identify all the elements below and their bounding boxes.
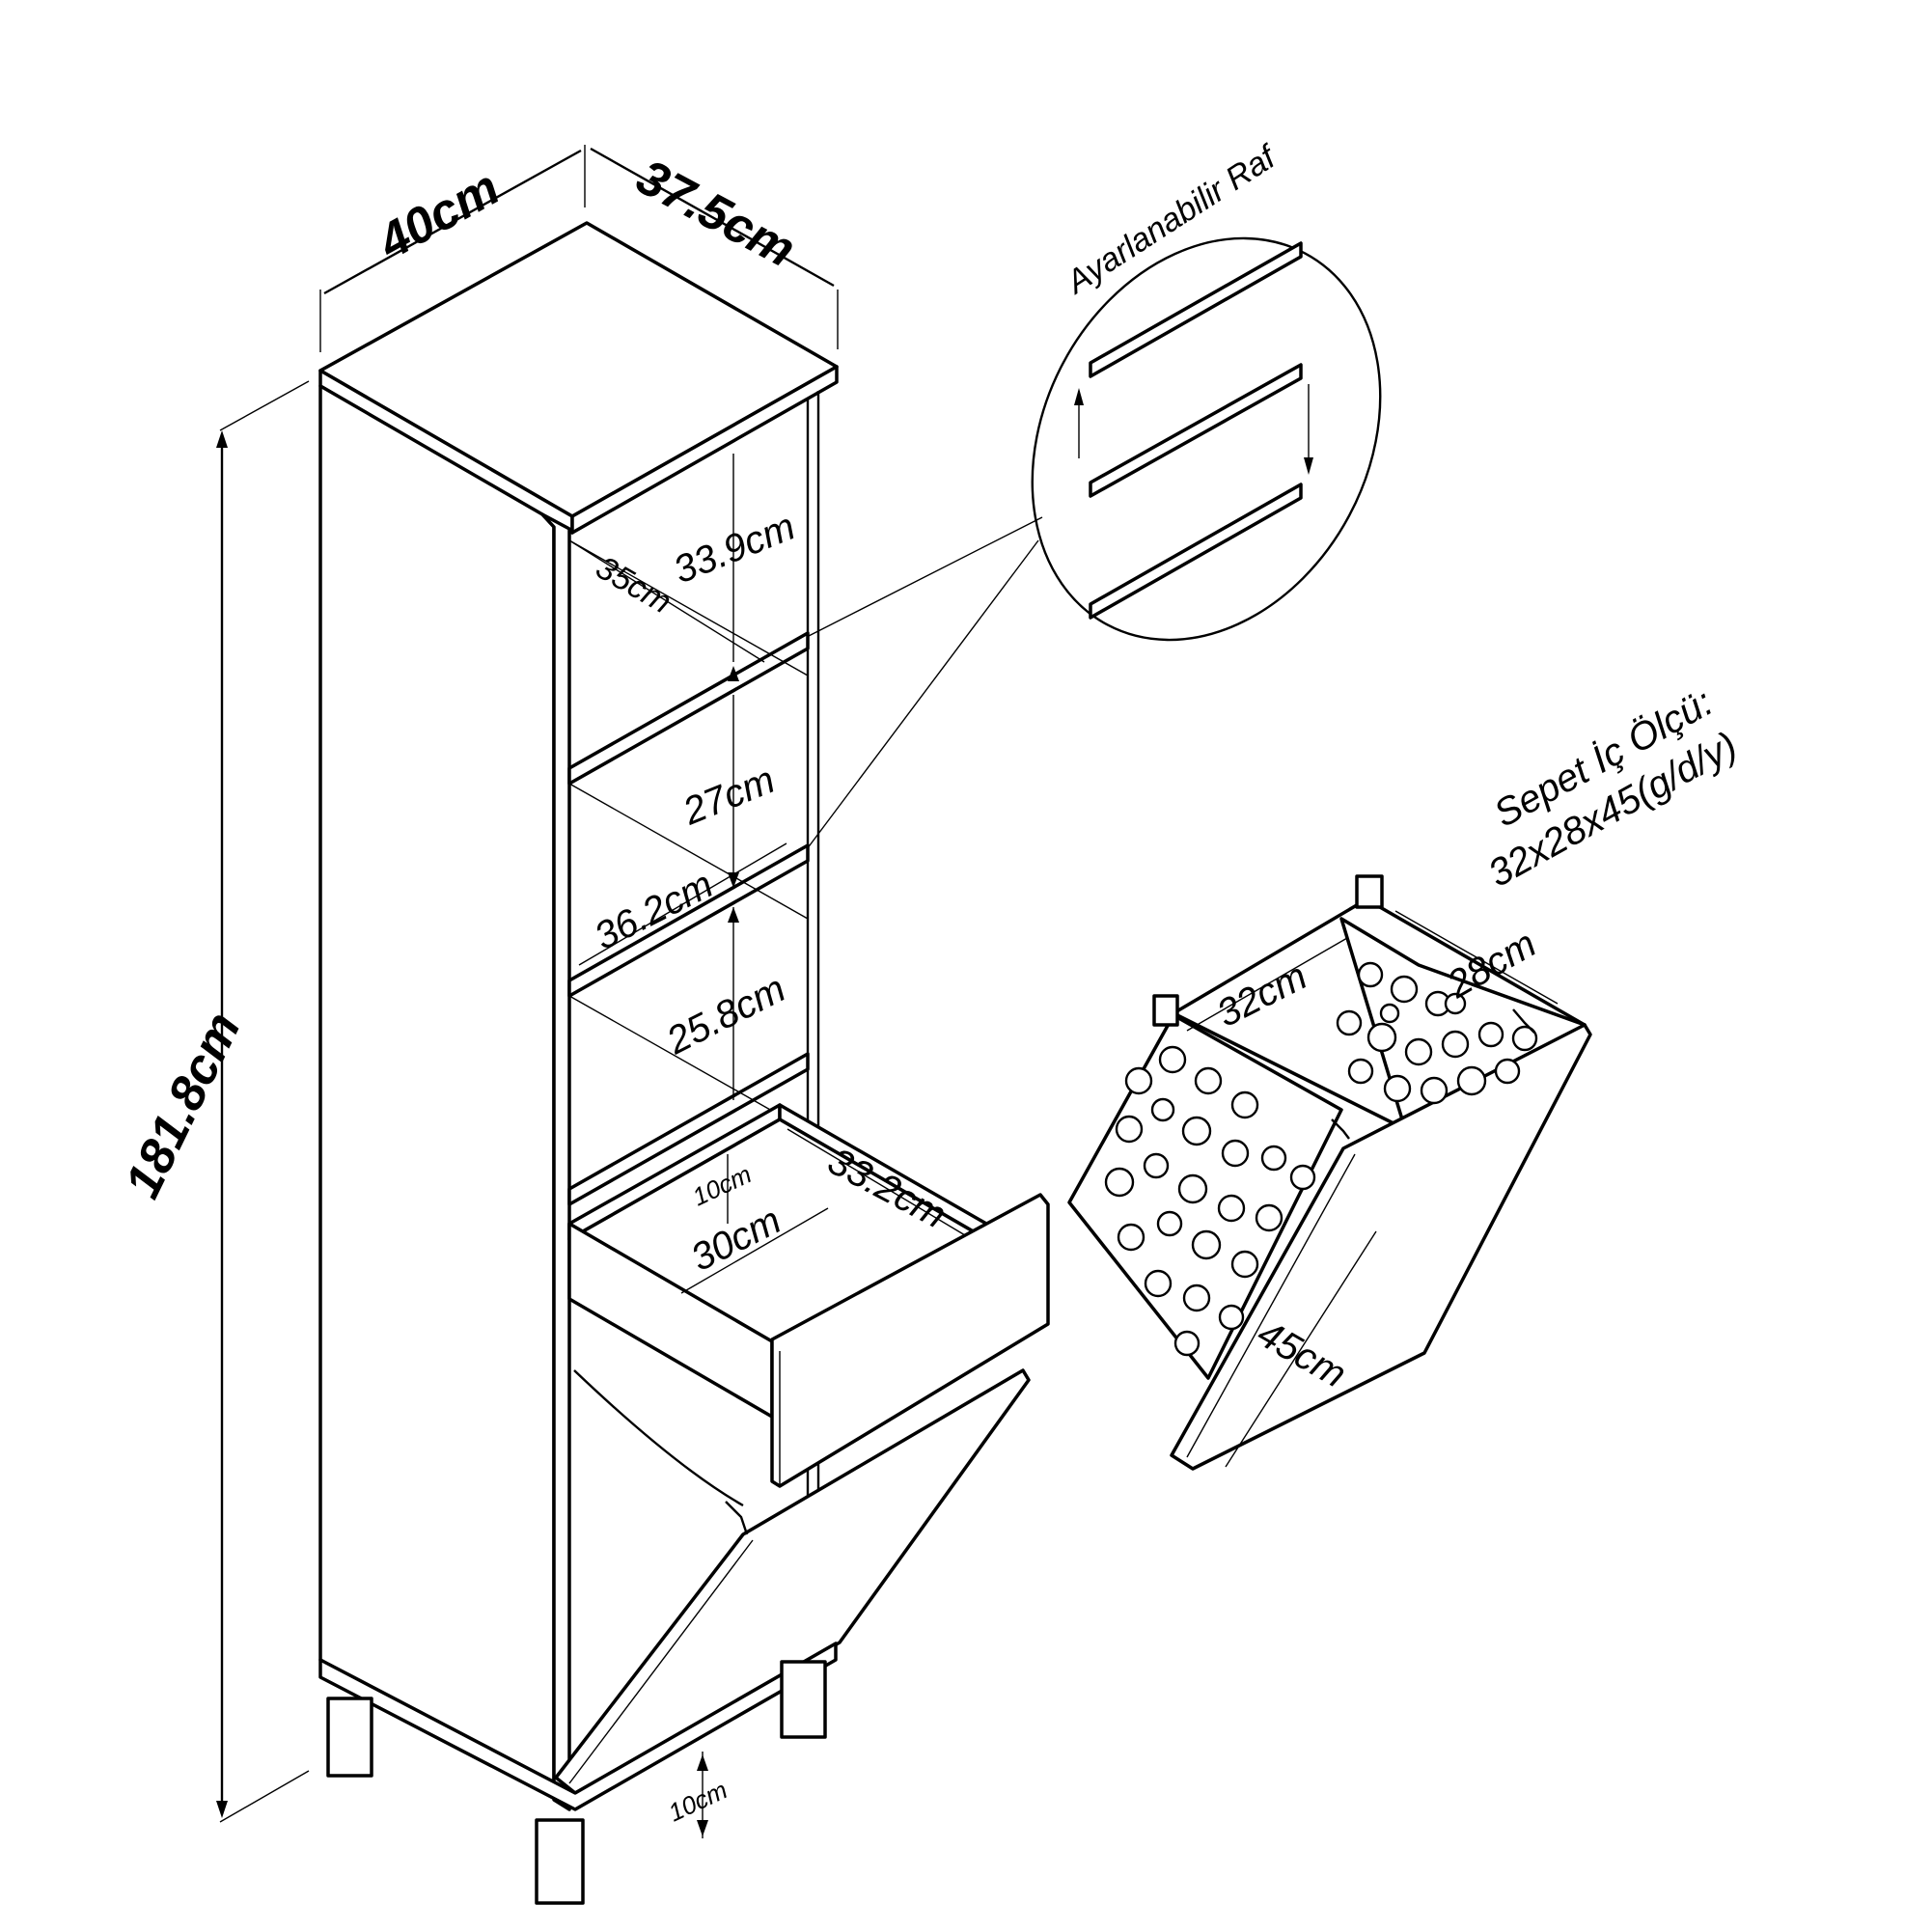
cabinet-base: [318, 1642, 838, 1811]
arrow: [697, 1820, 708, 1836]
arrow: [728, 907, 739, 923]
basket-clip: [1512, 1008, 1535, 1034]
shelf-top: [567, 631, 810, 786]
arrow-up: [216, 430, 228, 448]
callout-shelf-3: [1089, 483, 1303, 620]
adjustable-shelf-callout: [806, 236, 1382, 850]
drawer-width-dim-line: [680, 1207, 829, 1294]
basket-height-dim-line: [1225, 1230, 1377, 1468]
arrow-up: [1074, 388, 1084, 405]
basket-depth-dim-line: [1394, 910, 1559, 1005]
basket-front-panel: [1170, 1023, 1592, 1471]
arrow: [728, 666, 739, 681]
shelf-lower: [567, 1052, 810, 1206]
basket-hinge-right: [1355, 874, 1384, 909]
interior-dimension-lines: [568, 454, 966, 1838]
callout-shelf-1: [1089, 241, 1303, 378]
basket-width-dim-line: [1186, 937, 1348, 1032]
width-dim-line: [323, 149, 582, 295]
cabinet-front-edge: [540, 512, 571, 1811]
leg-height-label: 10cm: [664, 1775, 731, 1827]
drawer-front: [770, 1193, 1050, 1488]
leg-back-right: [780, 1660, 827, 1739]
shelf-mid-height-label: 27cm: [676, 759, 781, 834]
arrow: [728, 872, 739, 888]
shelf-top-height-label: 33.9cm: [668, 505, 801, 592]
shelf-inner-line: [568, 539, 809, 676]
depth-label: 37.5cm: [627, 149, 804, 278]
shelf-depth-dim-line: [568, 539, 765, 663]
basket: [1067, 874, 1592, 1471]
dim-ext-line: [219, 380, 310, 431]
arrow-down: [216, 1801, 228, 1818]
door-hinge: [725, 1501, 749, 1535]
callout-leader-line: [806, 516, 1043, 638]
shelf-inner-line: [568, 783, 809, 920]
shelf-inner-line: [568, 995, 809, 1132]
arrow-down: [1304, 457, 1313, 475]
height-label: 181.8cm: [115, 1004, 252, 1206]
basket-left-holes: [1104, 1045, 1316, 1357]
basket-back-holes: [1336, 961, 1538, 1105]
leg-front-left: [326, 1697, 373, 1778]
cabinet-top-edge-right: [570, 365, 839, 535]
depth-dim-line: [590, 147, 835, 288]
basket-front-edge: [1186, 1153, 1356, 1458]
basket-hinge-left: [1152, 994, 1179, 1027]
width-label: 40cm: [369, 159, 509, 271]
shelf-middle: [567, 843, 810, 998]
door-inner-line: [568, 1539, 754, 1784]
dim-ext-line: [219, 1770, 310, 1823]
basket-clip: [1331, 1118, 1350, 1140]
shelf-depth-label: 35cm: [590, 549, 677, 621]
leg-front-right: [535, 1818, 585, 1905]
callout-shelf-2: [1089, 363, 1303, 498]
cabinet: [318, 221, 1050, 1905]
callout-circle: [1031, 236, 1382, 642]
outer-dimension-lines: [216, 145, 839, 1823]
arrow: [697, 1754, 708, 1771]
cabinet-left-panel: [318, 384, 556, 1797]
door-chain: [573, 1369, 744, 1507]
drawer-depth-dim-line: [787, 1128, 966, 1236]
shelf-width-dim-line: [578, 842, 787, 966]
shelf-low-height-label: 25.8cm: [659, 967, 792, 1063]
callout-leader-line: [806, 539, 1039, 850]
drawer: [567, 1103, 1050, 1488]
